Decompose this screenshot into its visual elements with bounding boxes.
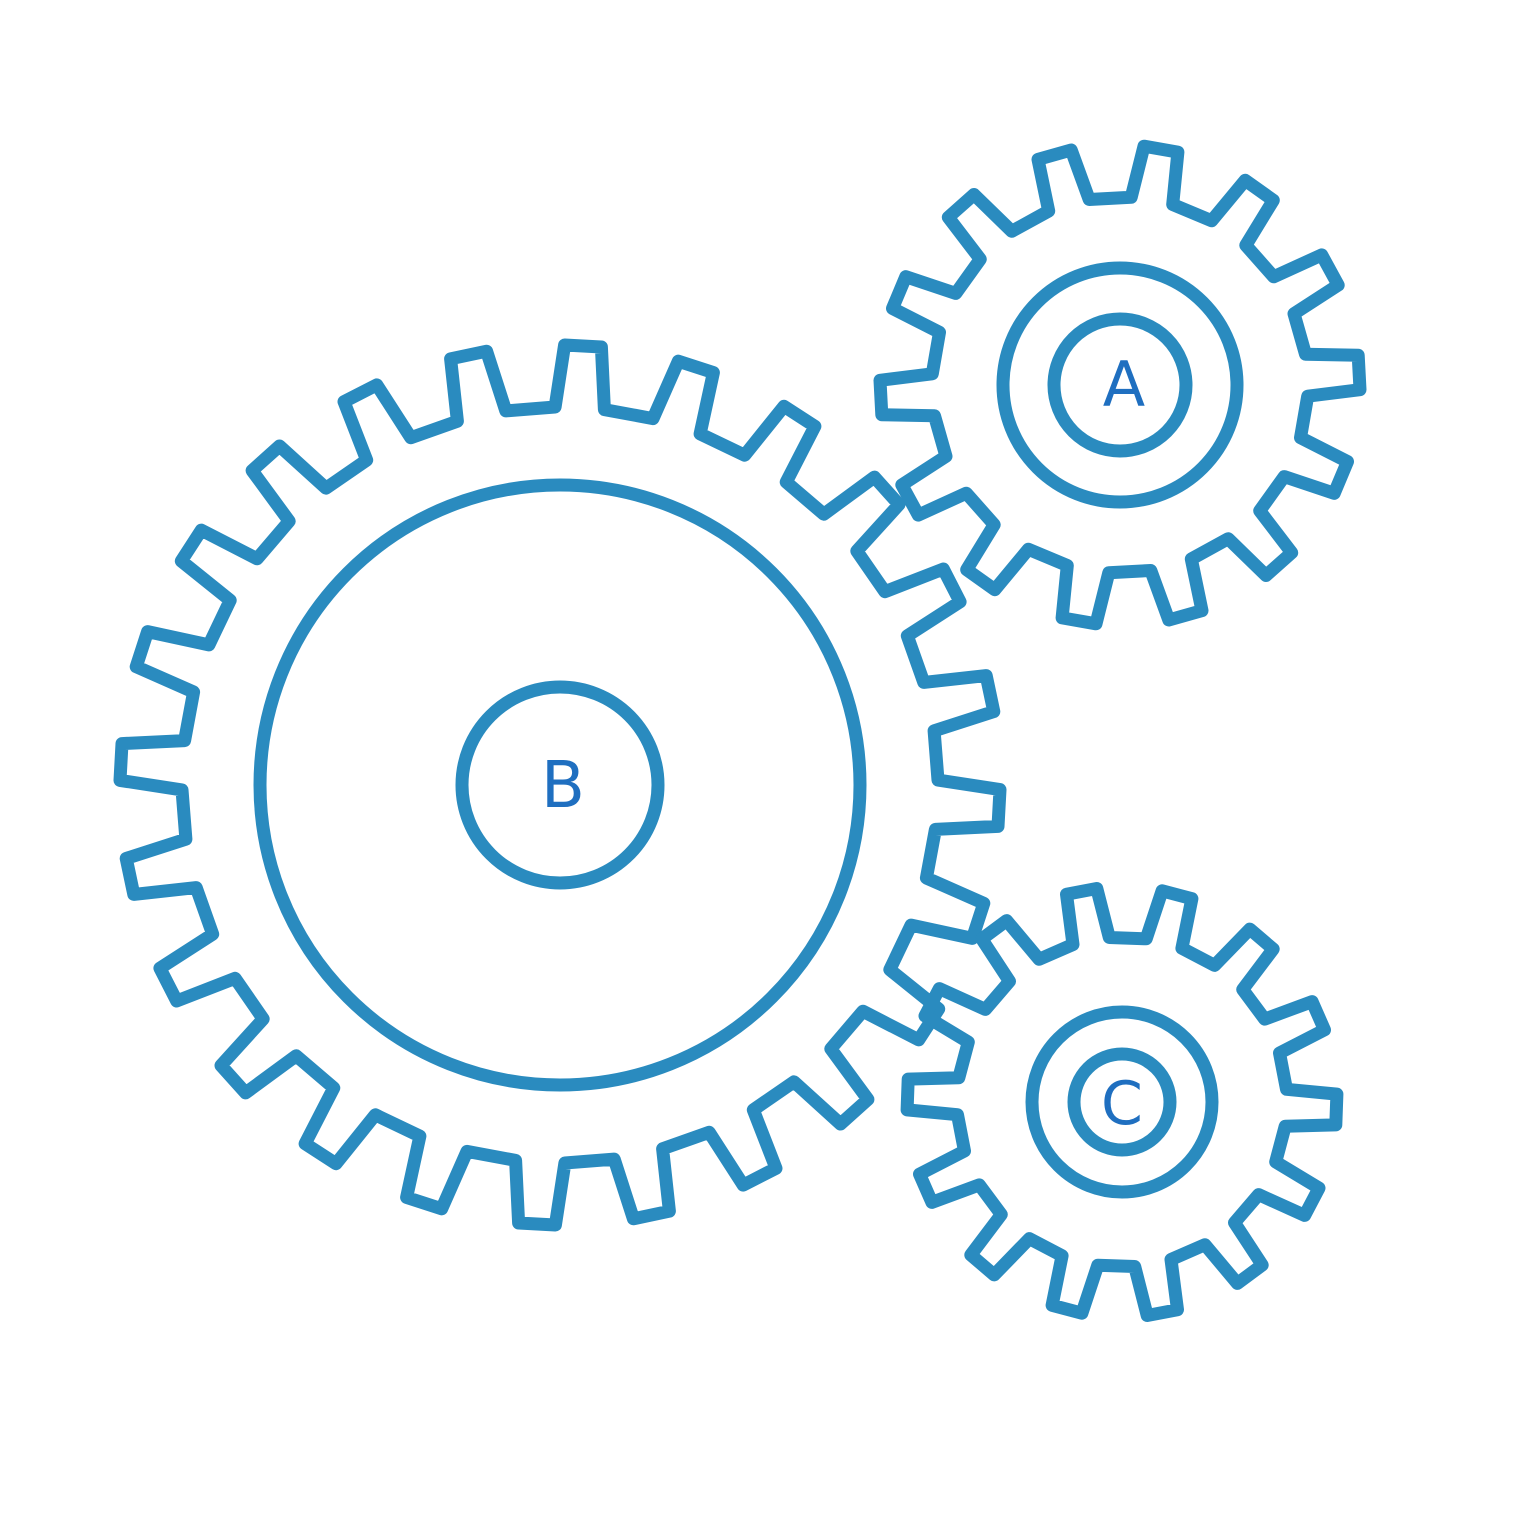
gear-a: A bbox=[873, 139, 1367, 631]
gear-a-hub bbox=[1047, 312, 1193, 458]
gear-b-ring bbox=[253, 478, 867, 1092]
gear-c-ring bbox=[1025, 1005, 1219, 1199]
gear-b-outline bbox=[113, 338, 1007, 1232]
gear-a-ring bbox=[996, 261, 1244, 509]
gear-a-outline bbox=[873, 139, 1367, 631]
gear-b-hub bbox=[455, 680, 665, 890]
gear-b-label: B bbox=[541, 749, 585, 823]
gear-a-label: A bbox=[1103, 348, 1145, 421]
gear-c-hub bbox=[1067, 1047, 1177, 1157]
gear-c: C bbox=[900, 882, 1344, 1322]
gear-b: B bbox=[113, 338, 1007, 1232]
gear-c-outline bbox=[900, 882, 1344, 1322]
gear-c-label: C bbox=[1101, 1069, 1143, 1139]
